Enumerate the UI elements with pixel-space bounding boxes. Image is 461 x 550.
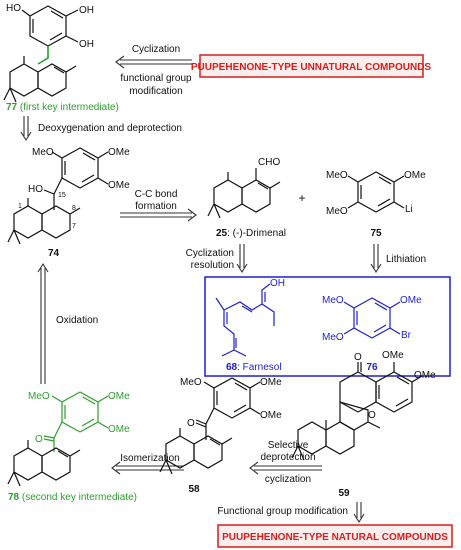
compound-75-meo-bottom: MeO	[326, 206, 348, 217]
compound-77-ho: HO	[6, 3, 21, 14]
plus-sign: +	[298, 191, 305, 205]
compound-76-meo-bottom: MeO	[322, 332, 344, 343]
compound-59-ome-top: OMe	[382, 350, 404, 361]
compound-74-pos-7: 7	[72, 223, 76, 230]
arrow-isomerization	[111, 461, 184, 475]
compound-58-ome-bottom: OMe	[260, 410, 282, 421]
compound-77-label: 77 (first key intermediate)	[6, 102, 119, 113]
arrow-lithiation	[370, 244, 382, 274]
compound-58-o: O	[187, 418, 195, 429]
unnatural-compounds-box: PUUPEHENONE-TYPE UNNATURAL COMPOUNDS	[191, 54, 432, 78]
compound-74-ome-bottom: OMe	[108, 180, 130, 191]
compound-78-decalin	[7, 440, 81, 487]
compound-78-ome-bottom: OMe	[108, 424, 130, 435]
compound-76-structure	[343, 297, 401, 339]
compound-76-number: 76	[366, 362, 378, 373]
natural-compounds-box: PUUPEHENONE-TYPE NATURAL COMPOUNDS	[217, 524, 453, 548]
arrow-selective-line2: deprotection	[260, 452, 315, 463]
arrow-cyclization-res-line1: Cyclization	[186, 248, 234, 259]
compound-78-ome-right: OMe	[108, 391, 130, 402]
compound-77-oh-right: OH	[79, 5, 94, 16]
arrow-cyclization	[115, 55, 192, 69]
compound-78-o: O	[35, 434, 43, 445]
compound-75-number: 75	[370, 228, 382, 239]
compound-75-ome-top: OMe	[404, 170, 426, 181]
compound-78-structure	[43, 391, 109, 452]
compound-58-structure	[159, 377, 261, 475]
compound-77-oh-bottom: OH	[79, 39, 94, 50]
arrow-fg-modification-label: Functional group modification	[217, 506, 348, 517]
arrow-cyclization-res-line2: resolution	[191, 260, 234, 271]
compound-74-pos-15: 15	[58, 192, 66, 199]
compound-68-structure	[215, 283, 275, 357]
compound-76-ome-top: OMe	[400, 295, 422, 306]
compound-68-label: 68: Farnesol	[226, 362, 282, 373]
starting-materials-box	[204, 276, 451, 377]
arrow-fg-mod-line1: functional group	[120, 73, 192, 84]
compound-74-number: 74	[48, 248, 60, 259]
compound-75-li: Li	[405, 204, 413, 215]
compound-78-label: 78 (second key intermediate)	[8, 492, 137, 503]
arrow-oxidation	[37, 262, 49, 384]
arrow-cc-bond	[120, 208, 197, 222]
arrow-cc-line2: formation	[135, 201, 177, 212]
arrow-deoxygenation-label: Deoxygenation and deprotection	[38, 123, 182, 134]
compound-25-label: 25: (-)-Drimenal	[216, 228, 286, 239]
compound-74-ho: HO	[28, 184, 43, 195]
compound-76-meo-top: MeO	[322, 295, 344, 306]
compound-58-meo: MeO	[180, 377, 202, 388]
arrow-lithiation-label: Lithiation	[386, 254, 426, 265]
compound-74-pos-1: 1	[18, 203, 22, 210]
compound-58-number: 58	[188, 484, 200, 495]
arrow-cc-line1: C-C bond	[135, 189, 178, 200]
compound-76-br: Br	[401, 330, 412, 341]
compound-59-ome-right: OMe	[414, 370, 436, 381]
compound-75-meo-top: MeO	[326, 170, 348, 181]
natural-compounds-label: PUUPEHENONE-TYPE NATURAL COMPOUNDS	[222, 532, 448, 543]
compound-75-structure	[347, 171, 405, 213]
compound-59-number: 59	[338, 488, 350, 499]
arrow-fg-modification	[353, 502, 365, 524]
unnatural-compounds-label: PUUPEHENONE-TYPE UNNATURAL COMPOUNDS	[191, 62, 432, 73]
arrow-cyclization-label: Cyclization	[132, 44, 180, 55]
compound-77-structure	[3, 5, 79, 103]
arrow-fg-mod-line2: modification	[129, 86, 182, 97]
arrow-deoxygenation	[20, 116, 32, 142]
compound-59-o-ring: O	[368, 410, 376, 421]
arrow-selective-deprotection	[249, 461, 322, 475]
arrow-isomerization-label: Isomerization	[120, 453, 179, 464]
compound-25-structure	[207, 168, 281, 219]
arrow-cyclization-resolution	[236, 244, 248, 274]
compound-59-structure	[291, 362, 423, 461]
arrow-selective-line1: Selective	[268, 440, 309, 451]
compound-74-meo: MeO	[32, 147, 54, 158]
arrow-selective-line3: cyclization	[265, 474, 311, 485]
arrow-oxidation-label: Oxidation	[56, 315, 98, 326]
compound-59-o-carbonyl: O	[354, 352, 362, 363]
compound-78-meo: MeO	[28, 391, 50, 402]
compound-68-oh: OH	[270, 278, 285, 289]
compound-74-ome-right: OMe	[108, 147, 130, 158]
compound-25-cho: CHO	[258, 157, 280, 168]
compound-74-pos-8: 8	[72, 205, 76, 212]
compound-74-structure	[7, 147, 109, 245]
compound-58-ome-right: OMe	[260, 377, 282, 388]
